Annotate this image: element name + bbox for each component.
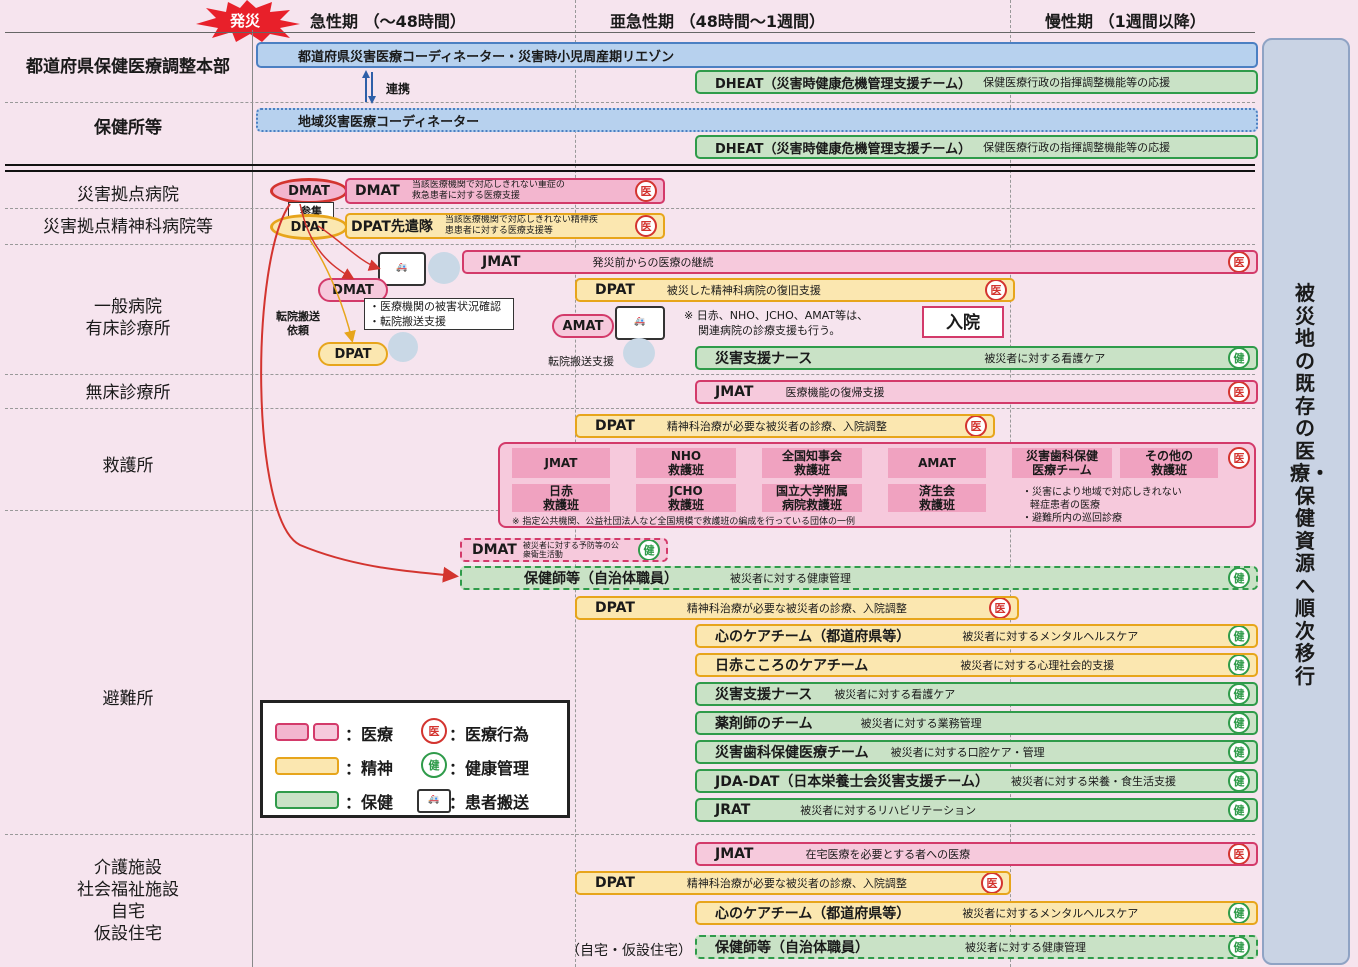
shelter-team-4: 薬剤師のチーム 被災者に対する業務管理 健 [695, 711, 1258, 735]
dheat-bar-hc: DHEAT（災害時健康危機管理支援チーム） 保健医療行政の指揮調整機能等の応援 [695, 135, 1258, 159]
onset-burst-icon [196, 0, 300, 42]
shelter-team-2: 日赤こころのケアチーム 被災者に対する心理社会的支援 健 [695, 653, 1258, 677]
row-divider [5, 374, 1255, 375]
related-hospital-note: ※ 日赤、NHO、JCHO、AMAT等は、 関連病院の診療支援も行う。 [684, 309, 869, 337]
row-label-divider [252, 30, 253, 967]
aid-team-nho: NHO 救護班 [636, 448, 736, 478]
legend-swatch-medical-light [313, 723, 339, 741]
pref-coordinator-bar: 都道府県災害医療コーディネーター・災害時小児周産期リエゾン [256, 42, 1258, 68]
dpat-care-bar: DPAT 精神科治療が必要な被災者の診療、入院調整 医 [575, 871, 1011, 895]
legend-medical-act: ：医療行為 [449, 725, 530, 744]
header-rule [5, 32, 1255, 33]
legend-psych: ：精神 [345, 759, 394, 778]
patient-icon [428, 252, 460, 284]
kokoro-care-bar: 心のケアチーム（都道府県等） 被災者に対するメンタルヘルスケア 健 [695, 901, 1258, 925]
aid-team-other: その他の 救護班 [1120, 448, 1218, 478]
legend-swatch-psych [275, 757, 339, 775]
dheat-bar-pref: DHEAT（災害時健康危機管理支援チーム） 保健医療行政の指揮調整機能等の応援 [695, 70, 1258, 94]
aid-team-dental: 災害歯科保健 医療チーム [1012, 448, 1112, 478]
ambulance-icon: 🚑 [615, 306, 665, 340]
dpat-aid-bar: DPAT 精神科治療が必要な被災者の診療、入院調整 医 [575, 414, 995, 438]
aid-notes: ・災害により地域で対応しきれない 軽症患者の医療 ・避難所内の巡回診療 [1022, 487, 1182, 524]
dpat-cloud: DPAT [318, 342, 388, 366]
aid-team-jcho: JCHO 救護班 [636, 484, 736, 512]
aid-team-redcross: 日赤 救護班 [512, 484, 610, 512]
link-arrow-icon [362, 70, 376, 104]
phase-acute: 急性期 （～48時間） [310, 12, 466, 31]
shelter-team-7: JRAT 被災者に対するリハビリテーション 健 [695, 798, 1258, 822]
phn-care-bar: 保健師等（自治体職員） 被災者に対する健康管理 健 [695, 935, 1258, 959]
jmat-care-bar: JMAT 在宅医療を必要とする者への医療 医 [695, 842, 1258, 866]
row-aid-station: 救護所 [102, 456, 154, 476]
nurse-general-bar: 災害支援ナース 被災者に対する看護ケア 健 [695, 346, 1258, 370]
dpat-general-bar: DPAT 被災した精神科病院の復旧支援 医 [575, 278, 1015, 302]
shelter-team-1: 心のケアチーム（都道府県等） 被災者に対するメンタルヘルスケア 健 [695, 624, 1258, 648]
row-divider [5, 208, 1255, 209]
transition-text: 被災地の既存の医療・保健資源へ順次移行 [1290, 281, 1330, 688]
phn-shelter-bar: 保健師等（自治体職員） 被災者に対する健康管理 健 [460, 566, 1258, 590]
dmat-oval: DMAT [270, 178, 348, 204]
legend-ambulance-icon: 🚑 [417, 789, 451, 813]
dmat-notes: ・医療機関の被害状況確認 ・転院搬送支援 [364, 298, 514, 330]
row-care-facility: 介護施設 社会福祉施設 自宅 仮設住宅 [77, 858, 179, 944]
legend: ：医療 ：精神 ：保健 医 ：医療行為 健 ：健康管理 🚑 ：患者搬送 [260, 700, 570, 818]
dpat-oval: DPAT [270, 214, 348, 240]
ambulance-icon: 🚑 [378, 252, 426, 286]
row-disaster-psy-hospital: 災害拠点精神科病院等 [43, 217, 213, 237]
shelter-team-6: JDA-DAT（日本栄養士会災害支援チーム） 被災者に対する栄養・食生活支援 健 [695, 769, 1258, 793]
legend-health-mgmt-icon: 健 [421, 752, 447, 778]
shelter-team-5: 災害歯科保健医療チーム 被災者に対する口腔ケア・管理 健 [695, 740, 1258, 764]
medical-badge: 医 [1228, 447, 1250, 469]
row-divider [5, 408, 1255, 409]
dmat-hospital-bar: DMAT 当該医療機関で対応しきれない重症の救急患者に対する医療支援 医 [345, 178, 665, 204]
patient-icon [388, 332, 418, 362]
shelter-team-3: 災害支援ナース 被災者に対する看護ケア 健 [695, 682, 1258, 706]
legend-swatch-health [275, 791, 339, 809]
aid-team-governors: 全国知事会 救護班 [762, 448, 862, 478]
aid-team-jmat: JMAT [512, 448, 610, 478]
transition-band [1262, 38, 1350, 965]
aid-team-amat: AMAT [888, 448, 986, 478]
aid-team-univ: 国立大学附属 病院救護班 [762, 484, 862, 512]
legend-medical: ：医療 [345, 725, 394, 744]
section-divider [5, 164, 1255, 172]
jmat-clinic-bar: JMAT 医療機能の復帰支援 医 [695, 380, 1258, 404]
row-divider [5, 102, 1255, 103]
transfer-support-label: 転院搬送支援 [548, 355, 614, 368]
transfer-request-label: 転院搬送依頼 [276, 310, 320, 337]
admission-box: 入院 [922, 306, 1004, 338]
row-prefecture-hq: 都道府県保健医療調整本部 [26, 57, 230, 77]
legend-health: ：保健 [345, 793, 394, 812]
row-shelter: 避難所 [102, 689, 154, 709]
local-coordinator-bar: 地域災害医療コーディネーター [256, 108, 1258, 132]
legend-swatch-medical [275, 723, 309, 741]
home-label: （自宅・仮設住宅） [566, 943, 692, 959]
legend-transport: ：患者搬送 [449, 793, 530, 812]
amat-cloud: AMAT [552, 314, 614, 338]
phase-chronic: 慢性期 （1週間以降） [1045, 12, 1206, 31]
legend-medical-act-icon: 医 [421, 718, 447, 744]
legend-health-mgmt: ：健康管理 [449, 759, 530, 778]
jmat-general-bar: JMAT 発災前からの医療の継続 医 [462, 250, 1258, 274]
dpat-shelter-bar: DPAT 精神科治療が必要な被災者の診療、入院調整 医 [575, 596, 1019, 620]
row-health-center: 保健所等 [94, 118, 162, 138]
phase-subacute: 亜急性期 （48時間～1週間） [610, 12, 825, 31]
row-general-hospital: 一般病院 有床診療所 [85, 297, 171, 339]
row-divider [5, 834, 1255, 835]
dpat-advance-bar: DPAT先遣隊 当該医療機関で対応しきれない精神疾患患者に対する医療支援等 医 [345, 213, 665, 239]
link-label: 連携 [386, 82, 411, 96]
aid-team-saiseikai: 済生会 救護班 [888, 484, 986, 512]
row-disaster-hospital: 災害拠点病院 [77, 185, 179, 205]
onset-label: 発災 [230, 12, 261, 30]
dmat-shelter-bar: DMAT 被災者に対する予防等の公衆衛生活動 健 [460, 538, 668, 562]
aid-footnote: ※ 指定公共機関、公益社団法人など全国規模で救護班の編成を行っている団体の一例 [512, 517, 855, 527]
row-clinic-nobed: 無床診療所 [85, 383, 171, 403]
row-divider [5, 244, 1255, 245]
patient-icon [623, 338, 655, 368]
